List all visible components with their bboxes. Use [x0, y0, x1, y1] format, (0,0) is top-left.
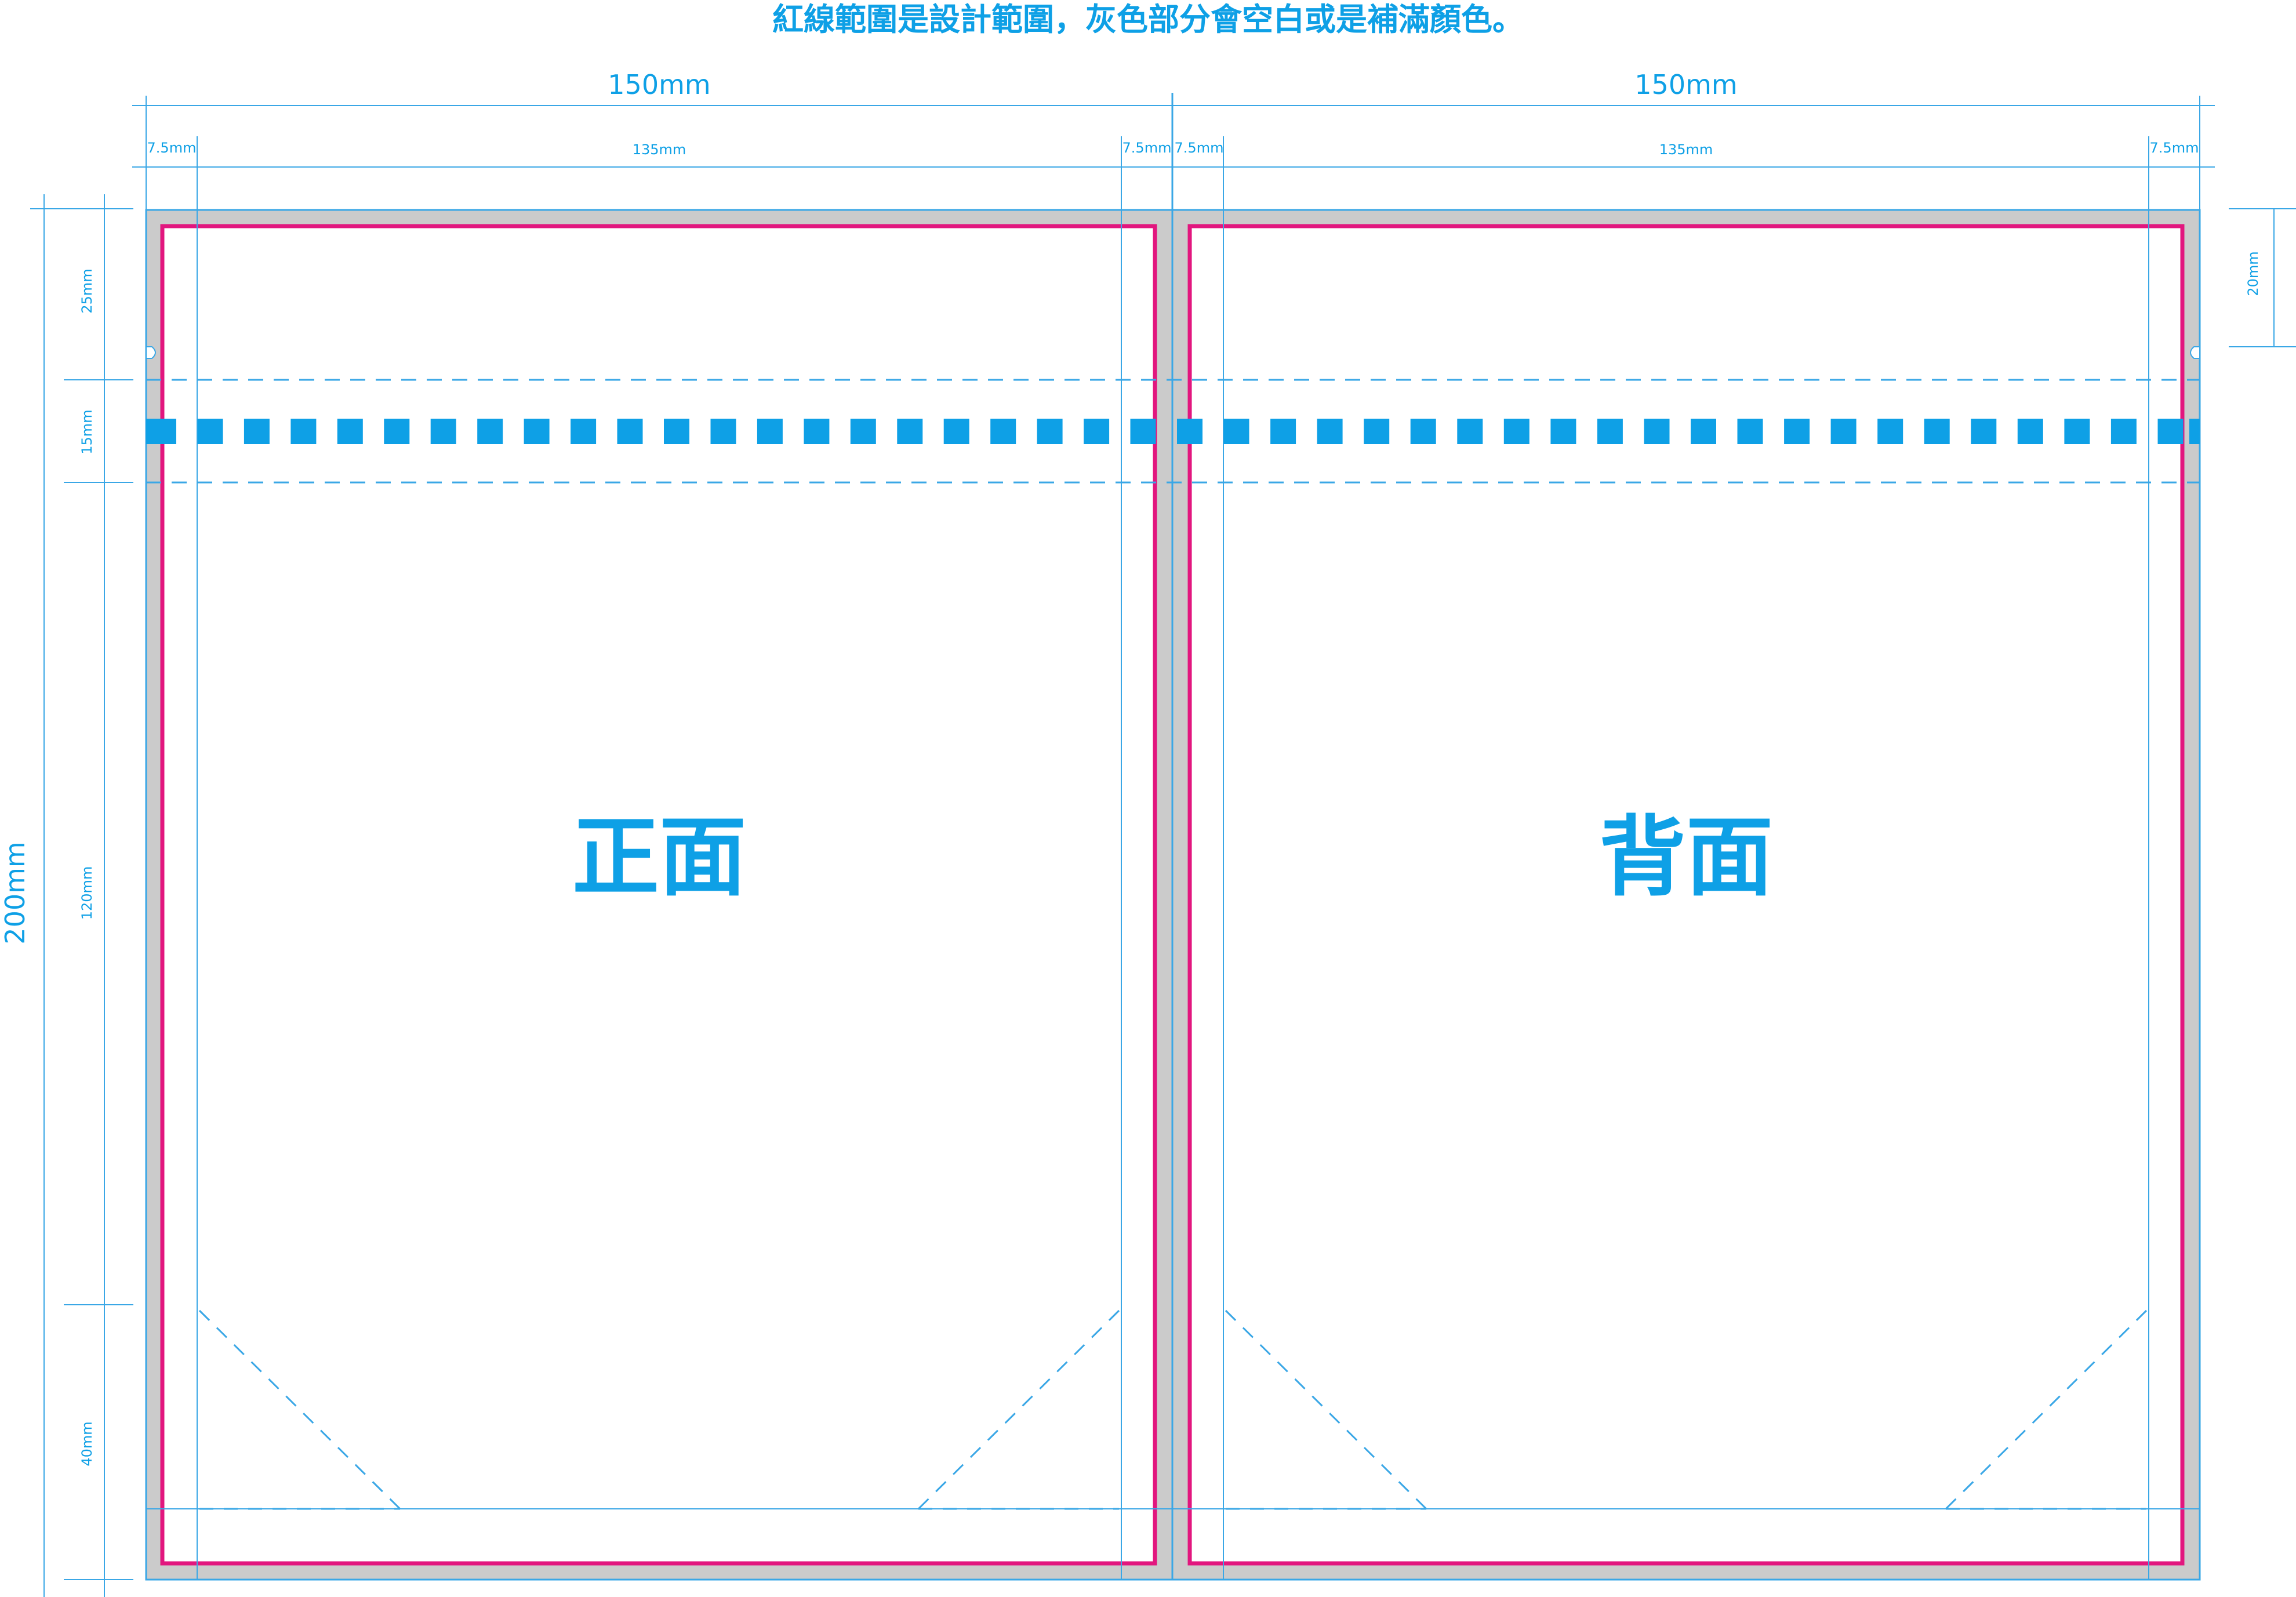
gusset-diagonals [198, 1309, 2148, 1510]
right-dimension-lines [2229, 208, 2296, 347]
perforation-square [2064, 419, 2090, 444]
perforation-square [430, 419, 456, 444]
perforation-square [1270, 419, 1296, 444]
perforation-square [710, 419, 736, 444]
left-dimension-lines [30, 194, 133, 1597]
front-inner-width-label: 135mm [633, 141, 686, 158]
right-hole-notch [2190, 346, 2200, 359]
seg-top-label: 25mm [79, 268, 95, 313]
perforation-square [757, 419, 783, 444]
perforation-square [1691, 419, 1716, 444]
perforation-square [571, 419, 597, 444]
perforation-square [664, 419, 689, 444]
perforation-square [897, 419, 923, 444]
design-note: 紅線範圍是設計範圍，灰色部分會空白或是補滿顏色。 [772, 1, 1524, 38]
perforation-square [990, 419, 1016, 444]
perforation-square [943, 419, 969, 444]
seg-body-label: 120mm [79, 866, 95, 920]
perforation-square [1503, 419, 1530, 444]
vertical-segment-labels: 25mm 15mm 120mm 40mm [79, 268, 95, 1466]
perforation-square [477, 419, 503, 444]
perforation-square [1410, 419, 1436, 444]
perforation-square [244, 419, 270, 444]
seg-perf-label: 15mm [79, 409, 95, 454]
front-panel-label: 正面 [572, 807, 746, 908]
perforation-square [1364, 419, 1390, 444]
perforation-square [1737, 419, 1763, 444]
perforation-square [804, 419, 830, 444]
left-hole-notch [146, 346, 156, 359]
perforation-square [1223, 419, 1249, 444]
back-right-margin-label: 7.5mm [2150, 140, 2199, 156]
back-design-border [1187, 224, 2185, 1566]
back-panel [1190, 226, 2182, 1563]
perforation-square [1317, 419, 1343, 444]
perforation-square [2017, 419, 2043, 444]
front-design-border [160, 224, 1157, 1566]
perforation-square [617, 419, 643, 444]
hole-offset-label: 20mm [2245, 251, 2261, 296]
vertical-guides [146, 96, 2200, 1580]
front-panel [162, 226, 1155, 1563]
perforation-square-edge [2189, 419, 2200, 444]
perforation-square [2110, 419, 2137, 444]
perforation-square [197, 419, 223, 444]
front-left-margin-label: 7.5mm [147, 140, 197, 156]
perforation-square [1830, 419, 1857, 444]
perforation-square [850, 419, 876, 444]
perforation-square [524, 419, 550, 444]
perforation-square [1877, 419, 1903, 444]
perforation-square [1457, 419, 1483, 444]
back-left-margin-label: 7.5mm [1175, 140, 1224, 156]
seg-bottom-label: 40mm [79, 1421, 95, 1466]
back-inner-width-label: 135mm [1659, 141, 1713, 158]
horizontal-dimension-lines [132, 96, 2215, 168]
perforation-square [1784, 419, 1810, 444]
perforation-square [1971, 419, 1997, 444]
tear-strip-guides [146, 379, 2200, 484]
perforation-square [1924, 419, 1950, 444]
perforation-square [337, 419, 363, 444]
perforation-square [2157, 419, 2184, 444]
front-panel-width-label: 150mm [608, 69, 710, 100]
perforation-square-edge [146, 419, 157, 444]
perforation-square [1644, 419, 1670, 444]
perforation-square [1084, 419, 1110, 444]
back-panel-label: 背面 [1599, 807, 1773, 908]
total-height-label: 200mm [0, 841, 31, 944]
perforation-square [1130, 419, 1156, 444]
front-right-margin-label: 7.5mm [1122, 140, 1172, 156]
perforation-square [290, 419, 317, 444]
perforation-square [1597, 419, 1623, 444]
perforation-square [1550, 419, 1576, 444]
inner-dimension-labels: 7.5mm 135mm 7.5mm 7.5mm 135mm 7.5mm [147, 140, 2199, 158]
perforation-square [1177, 419, 1203, 444]
perforation-square [1037, 419, 1063, 444]
back-panel-width-label: 150mm [1634, 69, 1737, 100]
perforation-square [384, 419, 410, 444]
perforation-squares [146, 419, 2200, 444]
